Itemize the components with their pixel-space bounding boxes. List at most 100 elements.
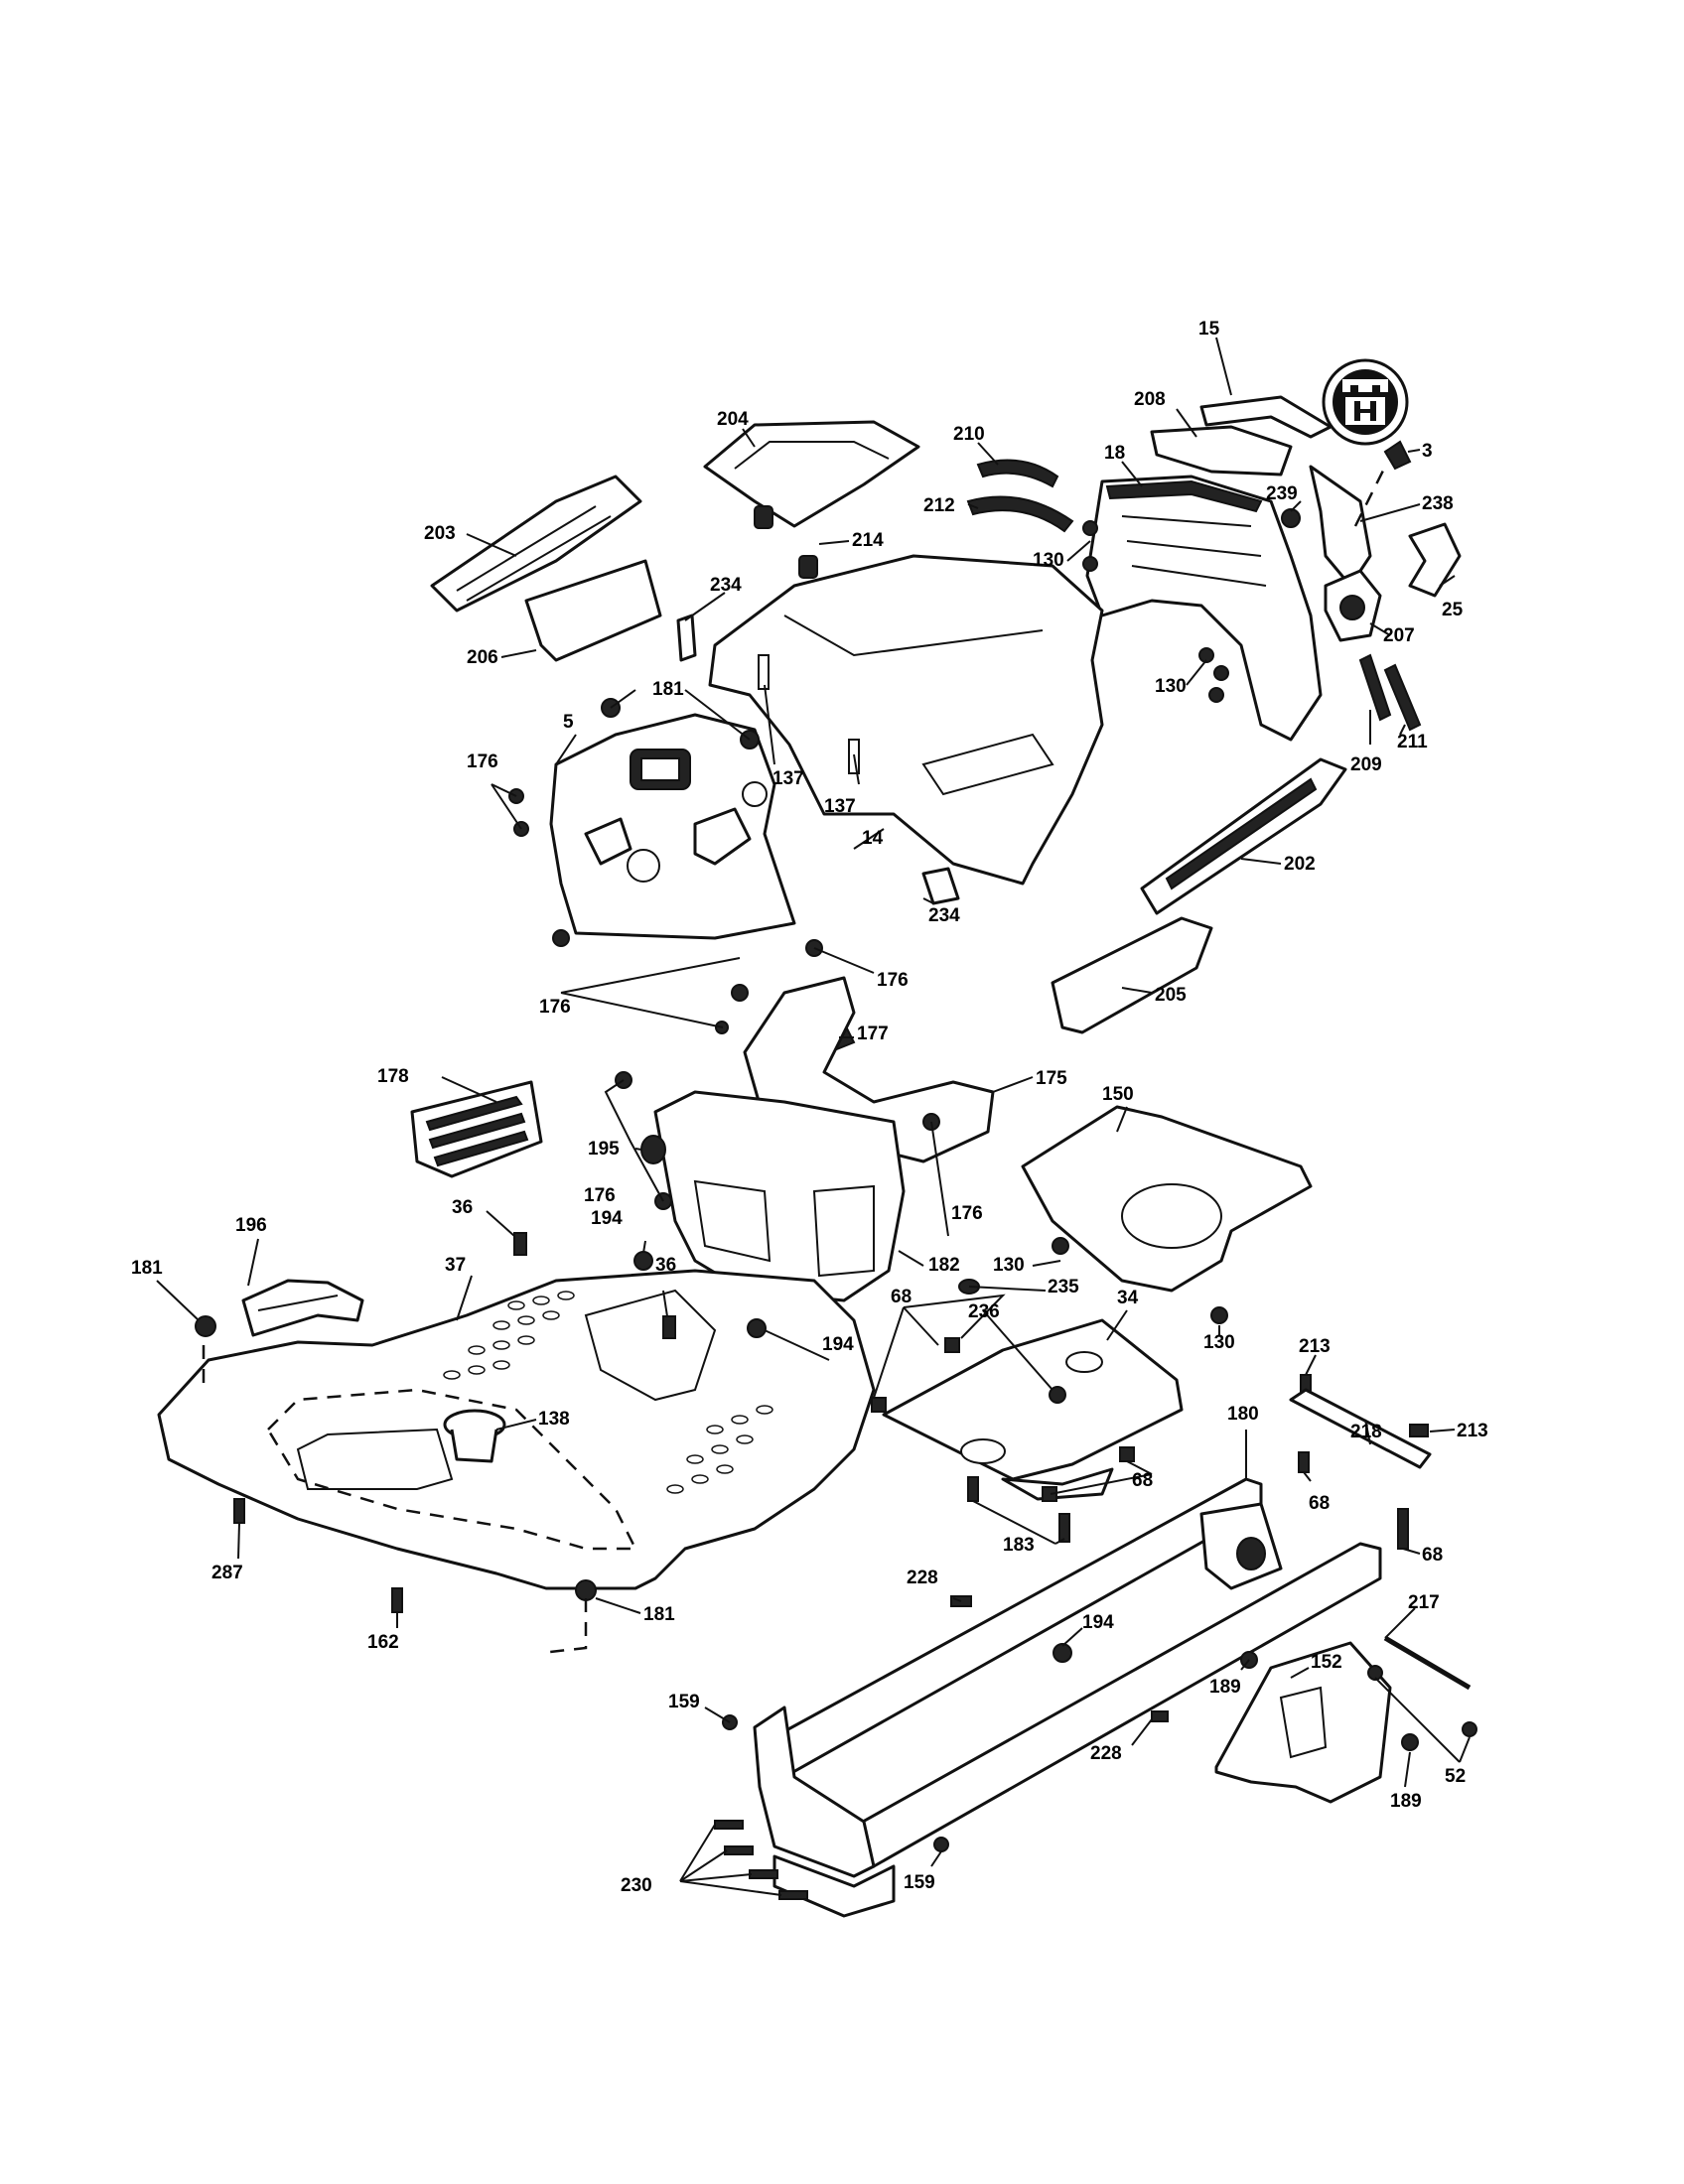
callout-205: 205	[1155, 985, 1187, 1006]
part-211-strip	[1383, 663, 1422, 732]
part-68-bolt-d	[1042, 1486, 1057, 1502]
callout-14: 14	[862, 828, 884, 849]
part-194-nut-a	[633, 1251, 653, 1271]
part-150-pan	[1021, 1105, 1313, 1293]
callout-287: 287	[211, 1563, 243, 1583]
callout-37: 37	[445, 1255, 466, 1276]
callout-189b: 189	[1390, 1791, 1422, 1812]
part-203-dash-panel	[430, 475, 642, 613]
part-36-bolt-b	[662, 1315, 676, 1339]
part-208-bracket	[1150, 425, 1293, 477]
part-162-bolt	[391, 1587, 403, 1613]
part-130-bolt-b	[1210, 1306, 1228, 1324]
part-137-clip-a	[758, 654, 770, 690]
callout-176a: 176	[467, 751, 498, 772]
callout-68a: 68	[891, 1287, 912, 1307]
part-210-decal	[976, 459, 1059, 488]
callout-36a: 36	[452, 1197, 473, 1218]
part-205-side-panel	[1051, 916, 1213, 1034]
part-68-bolt-f	[1397, 1508, 1409, 1550]
leader-lines	[156, 337, 1471, 1896]
part-52-nut-a	[1367, 1665, 1383, 1681]
part-212-decal	[966, 495, 1074, 533]
callout-213a: 213	[1299, 1336, 1331, 1357]
callout-195: 195	[588, 1139, 620, 1160]
callout-178: 178	[377, 1066, 409, 1087]
callout-181a: 181	[652, 679, 684, 700]
part-130-bolt-a	[1052, 1237, 1069, 1255]
part-204-hood-panel	[703, 420, 920, 528]
callout-194b: 194	[822, 1334, 854, 1355]
part-209-strip	[1358, 653, 1392, 722]
callout-150: 150	[1102, 1084, 1134, 1105]
callout-181c: 181	[643, 1604, 675, 1625]
callout-212: 212	[923, 495, 955, 516]
part-236-nut	[1049, 1386, 1066, 1404]
callout-137b: 137	[824, 796, 856, 817]
part-18-grille-assembly	[1085, 475, 1323, 742]
callout-218: 218	[1350, 1422, 1382, 1442]
husqvarna-logo-badge	[1322, 358, 1409, 446]
callout-210: 210	[953, 424, 985, 445]
part-196-cover	[241, 1279, 364, 1337]
callout-159b: 159	[904, 1872, 935, 1893]
callout-181b: 181	[131, 1258, 163, 1279]
callout-214: 214	[852, 530, 884, 551]
callout-18: 18	[1104, 443, 1125, 464]
part-68-bolt-a	[871, 1397, 887, 1413]
screws-130-group	[1082, 520, 1229, 703]
callout-176d: 176	[584, 1185, 616, 1206]
callout-189a: 189	[1209, 1677, 1241, 1698]
callout-202: 202	[1284, 854, 1316, 875]
callout-34: 34	[1117, 1288, 1139, 1308]
callout-209: 209	[1350, 754, 1382, 775]
part-183-bolt-a	[967, 1476, 979, 1502]
callout-138: 138	[538, 1409, 570, 1430]
part-176-screw-d	[731, 984, 749, 1002]
callout-204: 204	[717, 409, 749, 430]
part-189-bolt-b	[1401, 1733, 1419, 1751]
part-234-tab-lower	[921, 867, 960, 905]
part-37-footboard	[157, 1269, 876, 1590]
callout-194c: 194	[1082, 1612, 1114, 1633]
callout-228a: 228	[907, 1568, 938, 1588]
callout-68c: 68	[1132, 1470, 1153, 1491]
part-34-plate	[882, 1318, 1184, 1501]
assembly-line-b	[540, 1598, 588, 1655]
callout-175: 175	[1036, 1068, 1067, 1089]
part-3-clip	[1383, 440, 1412, 471]
callout-162: 162	[367, 1632, 399, 1653]
part-182-bulkhead	[653, 1090, 906, 1302]
part-181-nut-c	[195, 1315, 216, 1337]
callout-206: 206	[467, 647, 498, 668]
callout-177: 177	[857, 1024, 889, 1044]
callouts: 15 204 208 3 210 18 212 239 238 203 214 …	[131, 319, 1488, 1896]
part-217-rod	[1383, 1635, 1472, 1691]
callout-68d: 68	[1422, 1545, 1443, 1566]
callout-194a: 194	[591, 1208, 623, 1229]
callout-183: 183	[1003, 1535, 1035, 1556]
part-36-bolt-a	[513, 1232, 527, 1256]
callout-25: 25	[1442, 600, 1464, 620]
part-178-vent-plate	[410, 1080, 543, 1178]
callout-230: 230	[621, 1875, 652, 1896]
part-194-nut-c	[1052, 1643, 1072, 1663]
callout-196: 196	[235, 1215, 267, 1236]
part-138-boot	[443, 1409, 506, 1463]
callout-234a: 234	[710, 575, 742, 596]
callout-137a: 137	[772, 768, 804, 789]
callout-130b: 130	[1155, 676, 1187, 697]
callout-236: 236	[968, 1301, 1000, 1322]
callout-3: 3	[1422, 441, 1433, 462]
callout-68b: 68	[1309, 1493, 1330, 1514]
part-68-bolt-b	[944, 1337, 960, 1353]
callout-15: 15	[1198, 319, 1220, 340]
part-5-dash-console	[549, 713, 796, 940]
part-287-bolt	[233, 1498, 245, 1524]
callout-234b: 234	[928, 905, 960, 926]
part-181-nut-d	[575, 1579, 597, 1601]
callout-52: 52	[1445, 1766, 1466, 1787]
part-238-bracket	[1309, 465, 1372, 588]
callout-182: 182	[928, 1255, 960, 1276]
